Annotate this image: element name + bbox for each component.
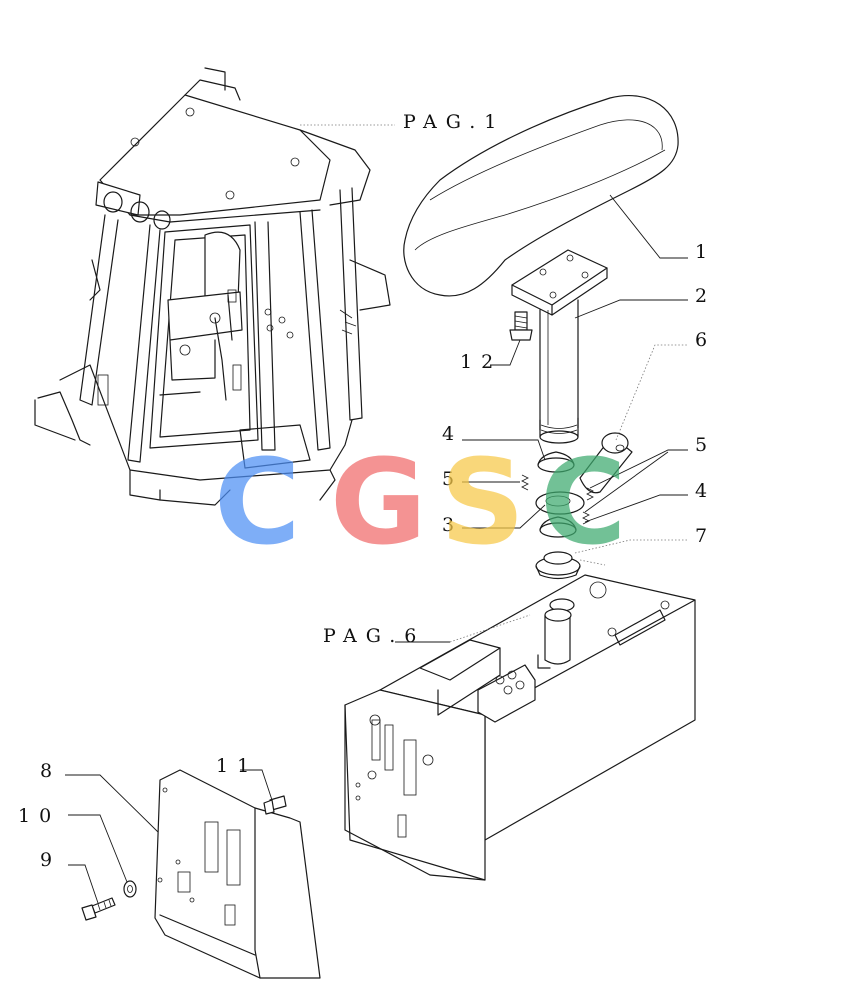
label-part-2: 2 [695,285,716,307]
side-cover-panel [154,769,321,979]
armrest-support-column [511,249,608,444]
part-labels: PAG.1 1 2 12 6 4 5 3 5 4 7 PAG.6 8 11 10… [18,111,716,871]
bolt-9 [81,897,116,921]
leader-lines [65,124,688,904]
label-part-7: 7 [695,525,716,547]
label-part-12: 12 [460,351,502,373]
label-part-5a: 5 [442,468,463,490]
label-part-8: 8 [40,760,61,782]
label-part-10: 10 [18,805,60,827]
side-console-box [344,574,696,881]
watermark-letter-1: C [214,433,301,571]
washer-10 [123,880,137,898]
label-part-11: 11 [216,755,258,777]
cgsc-watermark: C G S C [214,433,627,571]
label-pag6: PAG.6 [323,625,425,647]
bolt-12 [509,311,533,341]
cab-assembly [34,67,391,506]
label-part-4a: 4 [442,423,463,445]
label-part-6: 6 [695,329,716,351]
spring-clips-and-washers [521,451,594,538]
label-part-3: 3 [442,514,463,536]
label-part-4b: 4 [695,480,716,502]
screw-11 [263,795,287,815]
bushing-7 [535,551,581,580]
watermark-letter-4: C [540,433,627,571]
label-part-1: 1 [695,241,716,263]
label-pag1: PAG.1 [403,111,505,133]
label-part-5b: 5 [695,434,716,456]
pin-6 [579,432,633,494]
watermark-letter-3: S [440,433,525,571]
watermark-letter-2: G [330,433,427,571]
armrest-cushion [403,95,679,297]
label-part-9: 9 [40,849,61,871]
